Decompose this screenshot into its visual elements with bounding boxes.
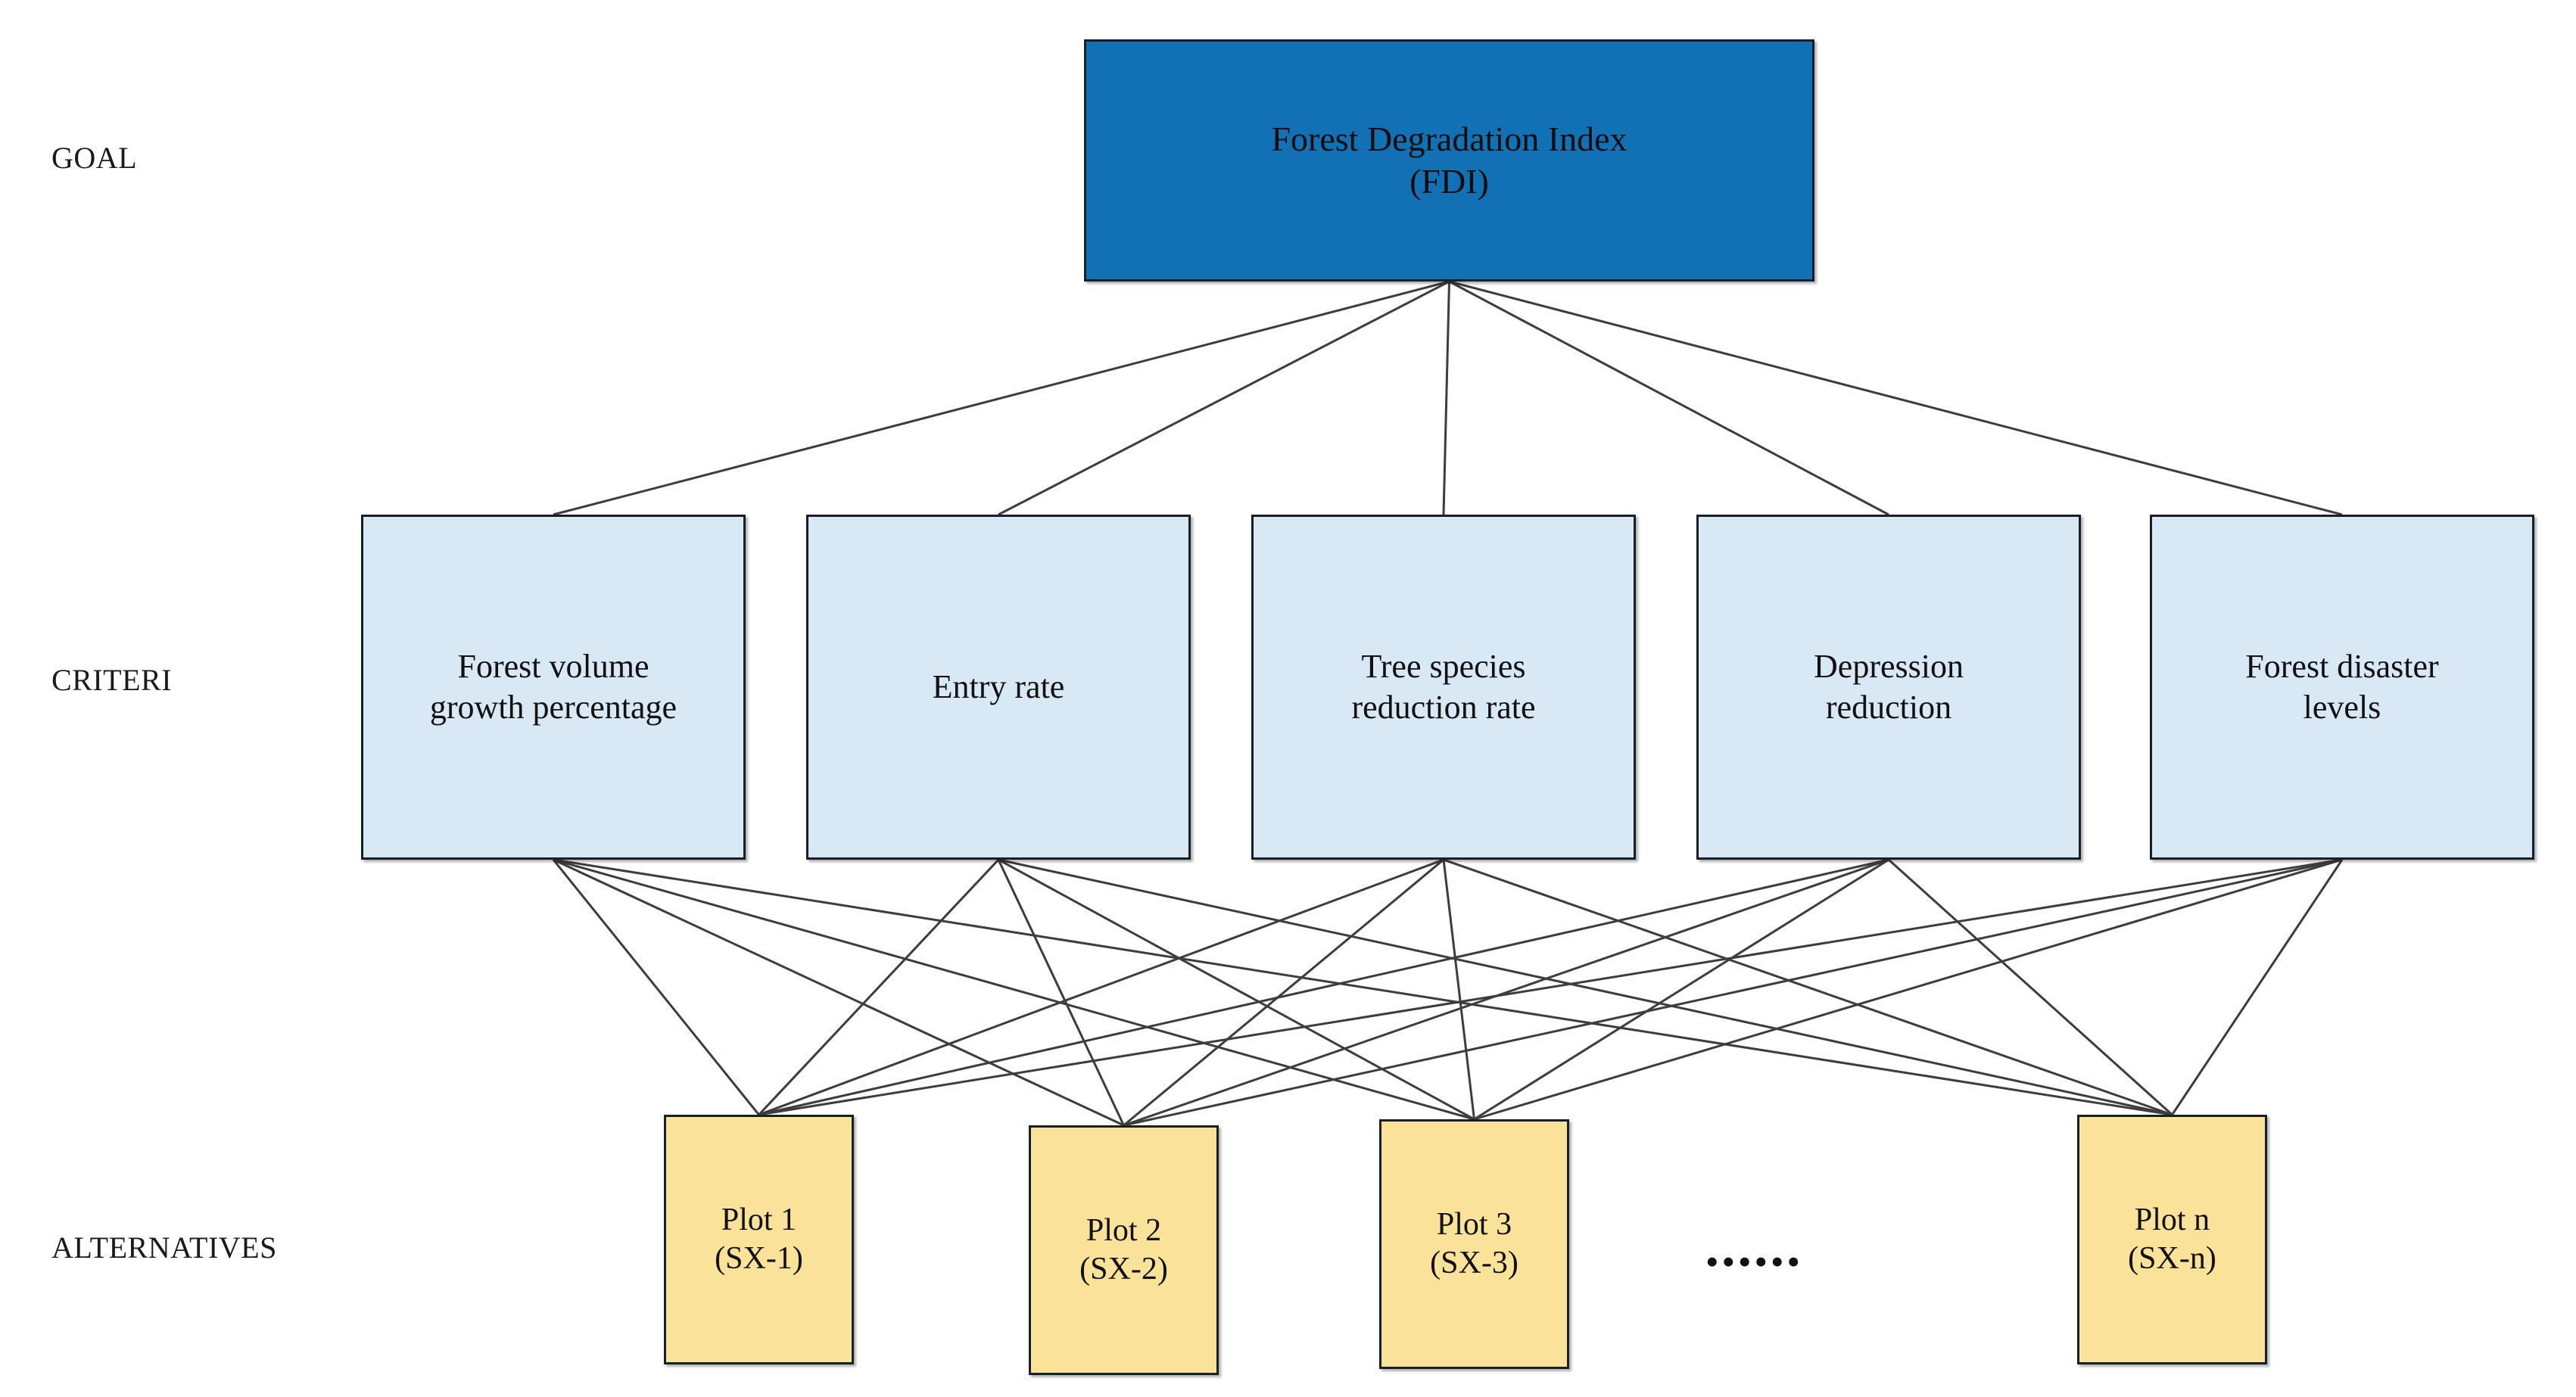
criterion-node-label: Forest volume growth percentage xyxy=(429,648,677,726)
edge-goal-to-criterion-0 xyxy=(553,280,1450,516)
edge-criterion-1-to-alternative-2 xyxy=(998,858,1475,1121)
edge-criterion-2-to-alternative-0 xyxy=(758,858,1444,1116)
edge-criterion-1-to-alternative-3 xyxy=(998,858,2173,1116)
alternative-node-label: Plot 1 (SX-1) xyxy=(715,1202,803,1276)
criterion-node-depression-reduction[interactable]: Depression reduction xyxy=(1696,515,2081,860)
goal-node[interactable]: Forest Degradation Index (FDI) xyxy=(1084,39,1814,282)
edge-criterion-3-to-alternative-3 xyxy=(1887,858,2173,1116)
goal-node-label: Forest Degradation Index (FDI) xyxy=(1271,119,1628,201)
criterion-node-forest-volume-growth-percentage[interactable]: Forest volume growth percentage xyxy=(361,515,746,860)
edge-criterion-4-to-alternative-0 xyxy=(758,858,2343,1116)
edge-goal-to-criterion-3 xyxy=(1448,280,1889,516)
edge-criterion-0-to-alternative-1 xyxy=(553,858,1125,1127)
alternatives-ellipsis: •••••• xyxy=(1705,1240,1804,1283)
criterion-node-label: Tree species reduction rate xyxy=(1351,648,1536,726)
edge-criterion-1-to-alternative-0 xyxy=(758,858,1000,1116)
alternative-node-label: Plot 3 (SX-3) xyxy=(1430,1206,1519,1280)
edge-criterion-1-to-alternative-1 xyxy=(997,859,1125,1126)
alternative-node-plot-2[interactable]: Plot 2 (SX-2) xyxy=(1029,1125,1219,1375)
edge-criterion-4-to-alternative-1 xyxy=(1123,858,2343,1127)
edge-criterion-0-to-alternative-0 xyxy=(552,859,760,1115)
edge-criterion-3-to-alternative-0 xyxy=(758,858,1889,1116)
alternative-node-plot-1[interactable]: Plot 1 (SX-1) xyxy=(664,1115,854,1364)
criterion-node-label: Depression reduction xyxy=(1814,648,1964,726)
criterion-node-label: Entry rate xyxy=(932,668,1065,706)
criterion-node-forest-disaster-levels[interactable]: Forest disaster levels xyxy=(2150,515,2534,860)
criterion-node-label: Forest disaster levels xyxy=(2245,648,2439,726)
edge-criterion-4-to-alternative-3 xyxy=(2171,859,2344,1115)
criterion-node-tree-species-reduction-rate[interactable]: Tree species reduction rate xyxy=(1251,515,1636,860)
alternative-node-label: Plot 2 (SX-2) xyxy=(1079,1212,1168,1287)
alternative-node-plot-3[interactable]: Plot 3 (SX-3) xyxy=(1379,1119,1569,1369)
edge-criterion-0-to-alternative-2 xyxy=(553,858,1475,1121)
row-label-goal: GOAL xyxy=(51,141,138,175)
alternative-node-plot-n[interactable]: Plot n (SX-n) xyxy=(2077,1115,2267,1364)
edge-criterion-0-to-alternative-3 xyxy=(553,858,2173,1116)
edge-goal-to-criterion-1 xyxy=(998,280,1450,516)
edge-goal-to-criterion-4 xyxy=(1449,280,2343,516)
edge-criterion-3-to-alternative-2 xyxy=(1473,858,1889,1121)
edge-criterion-2-to-alternative-3 xyxy=(1443,858,2173,1116)
criterion-node-entry-rate[interactable]: Entry rate xyxy=(806,515,1191,860)
edge-goal-to-criterion-2 xyxy=(1442,281,1450,515)
edge-criterion-4-to-alternative-2 xyxy=(1474,858,2343,1121)
edge-criterion-2-to-alternative-2 xyxy=(1442,859,1475,1120)
edge-criterion-3-to-alternative-1 xyxy=(1123,858,1889,1127)
alternative-node-label: Plot n (SX-n) xyxy=(2128,1202,2216,1276)
row-label-alternatives: ALTERNATIVES xyxy=(51,1231,277,1265)
edge-criterion-2-to-alternative-1 xyxy=(1123,858,1444,1127)
row-label-criteria: CRITERI xyxy=(51,663,173,697)
